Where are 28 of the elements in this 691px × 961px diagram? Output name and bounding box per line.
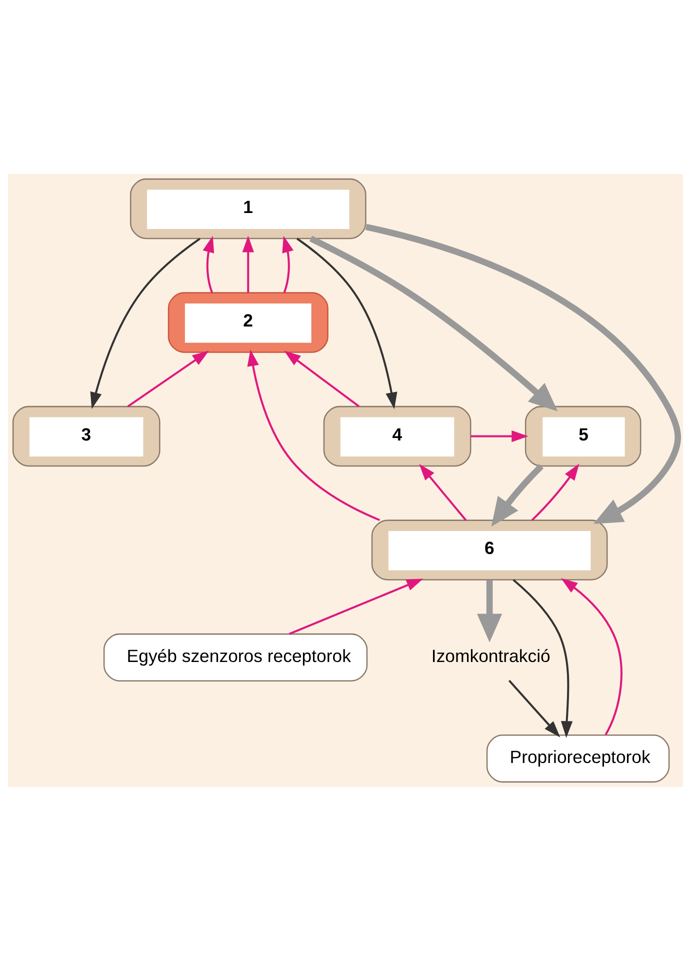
arrow [296, 238, 398, 410]
arrow [282, 236, 294, 294]
node-box: 3 [12, 406, 160, 467]
arrow [508, 680, 560, 738]
arrow [476, 580, 502, 642]
arrow [560, 578, 622, 736]
arrow [247, 349, 380, 522]
arrow [127, 350, 210, 408]
arrow [309, 236, 558, 412]
arrow [288, 578, 424, 635]
node-box: 5 [524, 406, 642, 467]
arrow [419, 464, 467, 521]
arrow [512, 579, 573, 738]
node-text: Izomkontrakció [431, 646, 550, 666]
arrow [470, 430, 528, 442]
node-box: Egyéb szenzoros receptorok [103, 633, 368, 682]
arrow [531, 464, 580, 521]
node-box: Proprioreceptorok [486, 734, 670, 783]
arrow [491, 464, 544, 527]
arrow [90, 238, 200, 409]
node-box: 2 [168, 292, 328, 353]
node-box: 6 [371, 520, 608, 580]
arrow [202, 236, 214, 294]
arrow [365, 224, 681, 524]
arrow [284, 350, 360, 408]
arrow [242, 236, 254, 293]
node-box: 1 [130, 178, 366, 240]
node-box: 4 [323, 406, 472, 467]
